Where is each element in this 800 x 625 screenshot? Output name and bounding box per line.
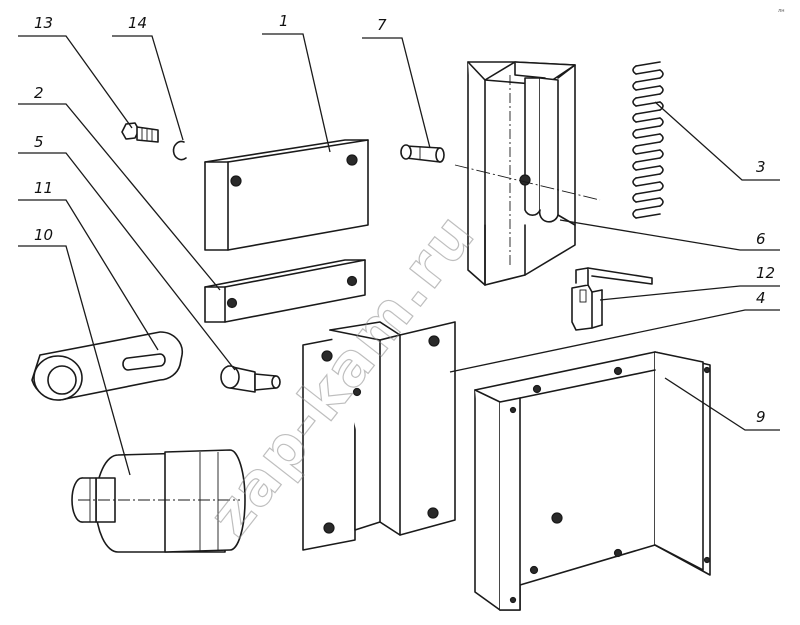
leader-13	[18, 35, 133, 129]
leader-4	[449, 309, 780, 373]
callout-6: 6	[756, 230, 766, 248]
callout-9: 9	[756, 408, 766, 426]
leader-7	[362, 37, 431, 149]
corner-mark: лн	[778, 8, 784, 14]
part-3-spring	[632, 61, 664, 219]
callout-7: 7	[377, 16, 387, 34]
callout-1: 1	[279, 12, 289, 30]
part-13-bolt	[121, 122, 159, 143]
callout-5: 5	[34, 133, 44, 151]
leader-12	[599, 285, 780, 301]
leader-2	[18, 103, 221, 291]
part-9-mounting-plate	[474, 351, 711, 611]
leader-9	[664, 377, 780, 431]
part-12-clip	[571, 267, 653, 331]
part-6-guide-block	[454, 61, 601, 286]
callout-4: 4	[756, 289, 766, 307]
leader-5	[18, 152, 236, 371]
callout-numbers: 13 14 1 7 2 5 11 10 3 6 12 4 9	[34, 12, 775, 426]
leader-3	[654, 101, 780, 181]
part-11-lever	[31, 331, 184, 401]
leader-11	[18, 199, 159, 351]
leader-14	[112, 35, 184, 141]
leader-1	[262, 33, 331, 153]
callout-14: 14	[128, 14, 147, 32]
part-10-cylinder	[71, 449, 246, 553]
callout-11: 11	[34, 179, 53, 197]
leader-lines	[18, 33, 780, 476]
callout-10: 10	[34, 226, 53, 244]
callout-3: 3	[756, 158, 766, 176]
part-1-plate	[204, 139, 369, 251]
callout-13: 13	[34, 14, 53, 32]
part-4-bracket	[302, 321, 456, 551]
part-14-retaining-ring	[172, 140, 187, 161]
part-7-pin	[400, 144, 445, 163]
leader-10	[18, 245, 131, 476]
part-5-pin	[220, 365, 281, 393]
leader-6	[559, 219, 780, 251]
callout-12: 12	[756, 264, 775, 282]
part-2-bar	[204, 259, 366, 323]
callout-2: 2	[34, 84, 44, 102]
